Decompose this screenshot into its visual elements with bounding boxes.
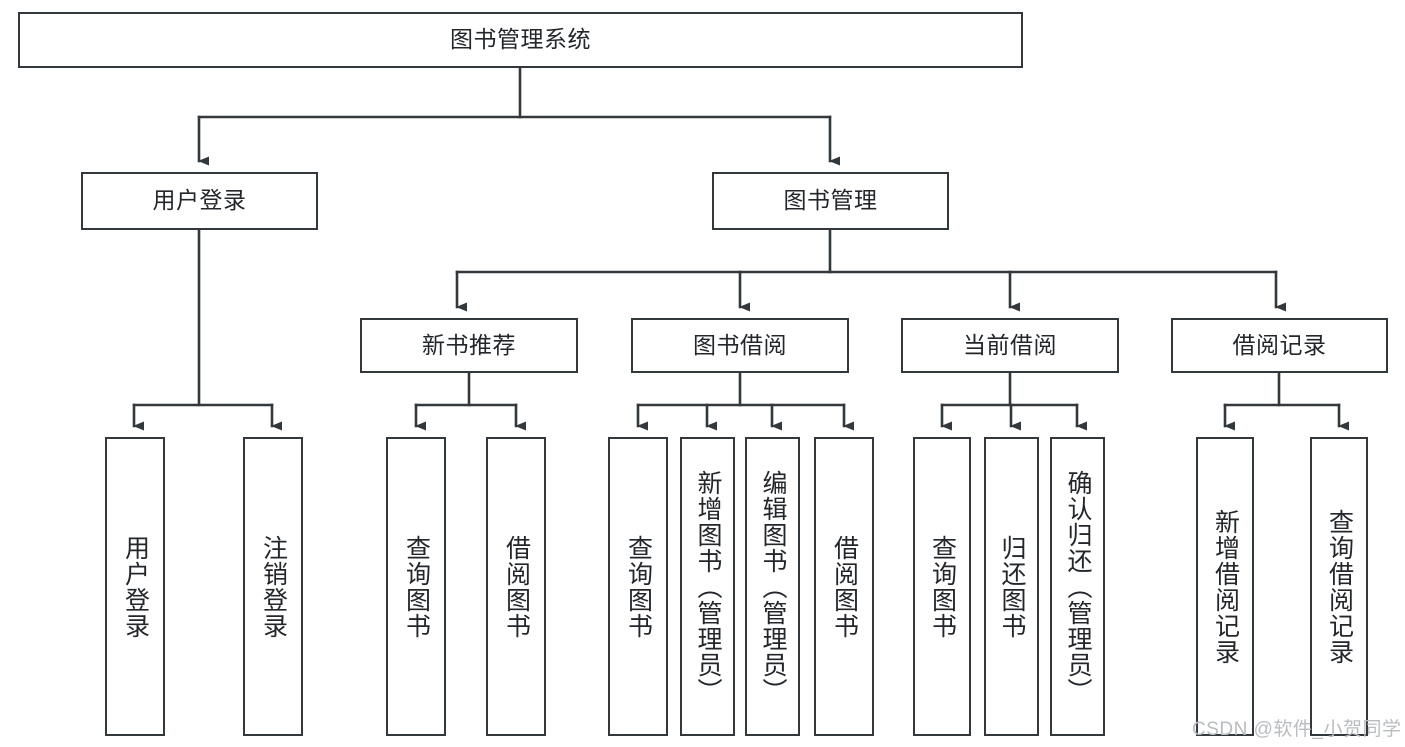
node-label-新增图书管理员: 新增图书（管理员） bbox=[694, 469, 722, 704]
node-box-level3-2[interactable]: 当前借阅 bbox=[901, 318, 1119, 373]
node-box-leaf-2[interactable]: 查询图书 bbox=[386, 437, 446, 736]
node-box-leaf-4[interactable]: 查询图书 bbox=[608, 437, 668, 736]
node-box-leaf-6[interactable]: 编辑图书（管理员） bbox=[745, 437, 800, 736]
node-label-借阅图书: 借阅图书 bbox=[830, 534, 859, 639]
node-label-查询图书: 查询图书 bbox=[624, 534, 653, 639]
node-label-编辑图书管理员: 编辑图书（管理员） bbox=[759, 469, 787, 704]
node-label-借阅图书: 借阅图书 bbox=[502, 534, 531, 639]
node-label-用户登录: 用户登录 bbox=[121, 534, 150, 639]
node-label-查询借阅记录: 查询借阅记录 bbox=[1325, 508, 1354, 665]
node-label-注销登录: 注销登录 bbox=[259, 534, 288, 639]
node-box-leaf-3[interactable]: 借阅图书 bbox=[486, 437, 546, 736]
node-label-图书借阅: 图书借阅 bbox=[693, 331, 787, 358]
csdn-watermark: CSDN @软件_小贺同学 bbox=[1192, 719, 1402, 740]
node-box-leaf-7[interactable]: 借阅图书 bbox=[814, 437, 874, 736]
node-label-查询图书: 查询图书 bbox=[928, 534, 957, 639]
node-label-图书管理系统: 图书管理系统 bbox=[450, 26, 591, 53]
node-label-借阅记录: 借阅记录 bbox=[1232, 331, 1327, 358]
node-label-图书管理: 图书管理 bbox=[783, 187, 878, 214]
node-box-level2-0[interactable]: 用户登录 bbox=[81, 172, 318, 230]
node-box-leaf-8[interactable]: 查询图书 bbox=[913, 437, 971, 736]
node-box-leaf-12[interactable]: 查询借阅记录 bbox=[1310, 437, 1368, 736]
node-label-当前借阅: 当前借阅 bbox=[963, 331, 1057, 358]
node-box-leaf-0[interactable]: 用户登录 bbox=[105, 437, 165, 736]
node-box-leaf-9[interactable]: 归还图书 bbox=[984, 437, 1039, 736]
node-box-leaf-1[interactable]: 注销登录 bbox=[243, 437, 303, 736]
node-box-level2-1[interactable]: 图书管理 bbox=[712, 172, 949, 230]
node-box-leaf-10[interactable]: 确认归还（管理员） bbox=[1050, 437, 1105, 736]
node-box-level3-0[interactable]: 新书推荐 bbox=[360, 318, 578, 373]
node-box-leaf-11[interactable]: 新增借阅记录 bbox=[1196, 437, 1254, 736]
node-label-查询图书: 查询图书 bbox=[402, 534, 431, 639]
node-box-leaf-5[interactable]: 新增图书（管理员） bbox=[680, 437, 735, 736]
node-label-归还图书: 归还图书 bbox=[998, 534, 1026, 639]
node-label-新增借阅记录: 新增借阅记录 bbox=[1211, 508, 1240, 665]
node-box-level3-3[interactable]: 借阅记录 bbox=[1171, 318, 1388, 373]
node-label-新书推荐: 新书推荐 bbox=[422, 331, 516, 358]
node-box-root-0[interactable]: 图书管理系统 bbox=[18, 12, 1023, 68]
node-label-用户登录: 用户登录 bbox=[152, 187, 247, 214]
node-box-level3-1[interactable]: 图书借阅 bbox=[631, 318, 849, 373]
node-label-确认归还管理员: 确认归还（管理员） bbox=[1064, 469, 1092, 704]
